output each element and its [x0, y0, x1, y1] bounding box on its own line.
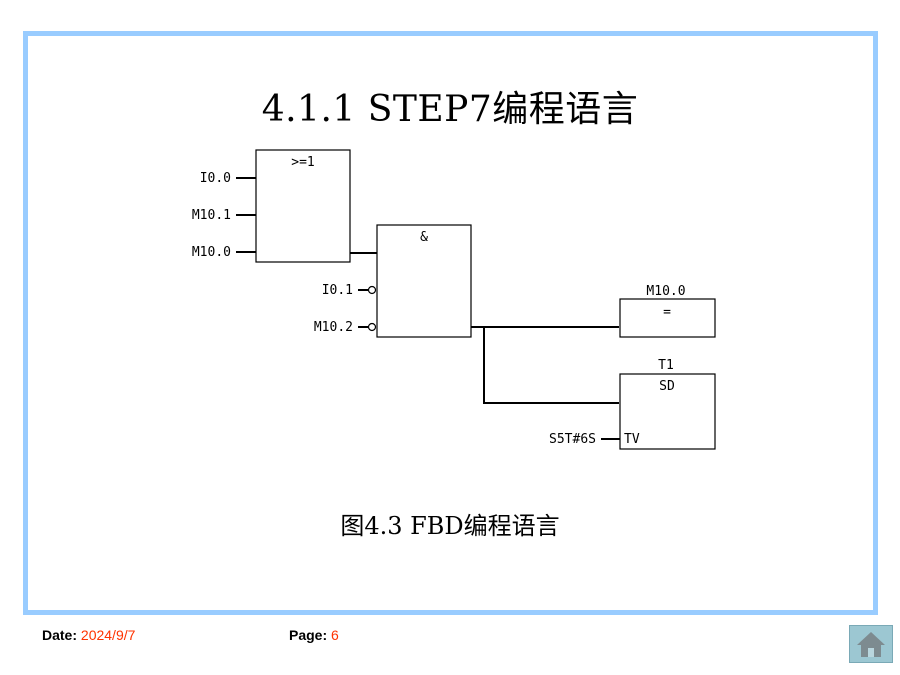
slide-title: 4.1.1 STEP7编程语言: [261, 89, 639, 130]
footer-page: Page: 6: [289, 627, 339, 643]
or-input-2: M10.1: [192, 208, 231, 223]
footer-date: Date: 2024/9/7: [42, 627, 135, 643]
timer-tv-pin: TV: [624, 432, 640, 447]
timer-address: T1: [658, 358, 674, 373]
or-input-1: I0.0: [200, 171, 231, 186]
home-icon: [857, 632, 885, 657]
and-input-2: M10.2: [314, 320, 353, 335]
and-block: & I0.1 M10.2: [314, 224, 472, 338]
page-value: 6: [331, 627, 339, 643]
home-button[interactable]: [849, 625, 893, 663]
and-block-symbol: &: [420, 230, 428, 245]
timer-tv-value: S5T#6S: [549, 432, 596, 447]
wire-branch-to-timer: [483, 327, 619, 404]
or-block: >=1 I0.0 M10.1 M10.0: [192, 149, 351, 263]
date-label: Date:: [42, 627, 78, 643]
timer-type: SD: [659, 379, 675, 394]
assign-block: M10.0 =: [619, 284, 716, 338]
or-block-symbol: >=1: [291, 155, 314, 170]
figure-caption: 图4.3 FBD编程语言: [340, 512, 560, 540]
page-label: Page:: [289, 627, 328, 643]
assign-symbol: =: [663, 305, 671, 320]
slide-frame: [23, 31, 878, 615]
assign-address: M10.0: [646, 284, 685, 299]
and-input-1: I0.1: [322, 283, 353, 298]
timer-block: T1 SD TV S5T#6S: [549, 358, 716, 450]
or-input-3: M10.0: [192, 245, 231, 260]
date-value: 2024/9/7: [80, 627, 136, 643]
